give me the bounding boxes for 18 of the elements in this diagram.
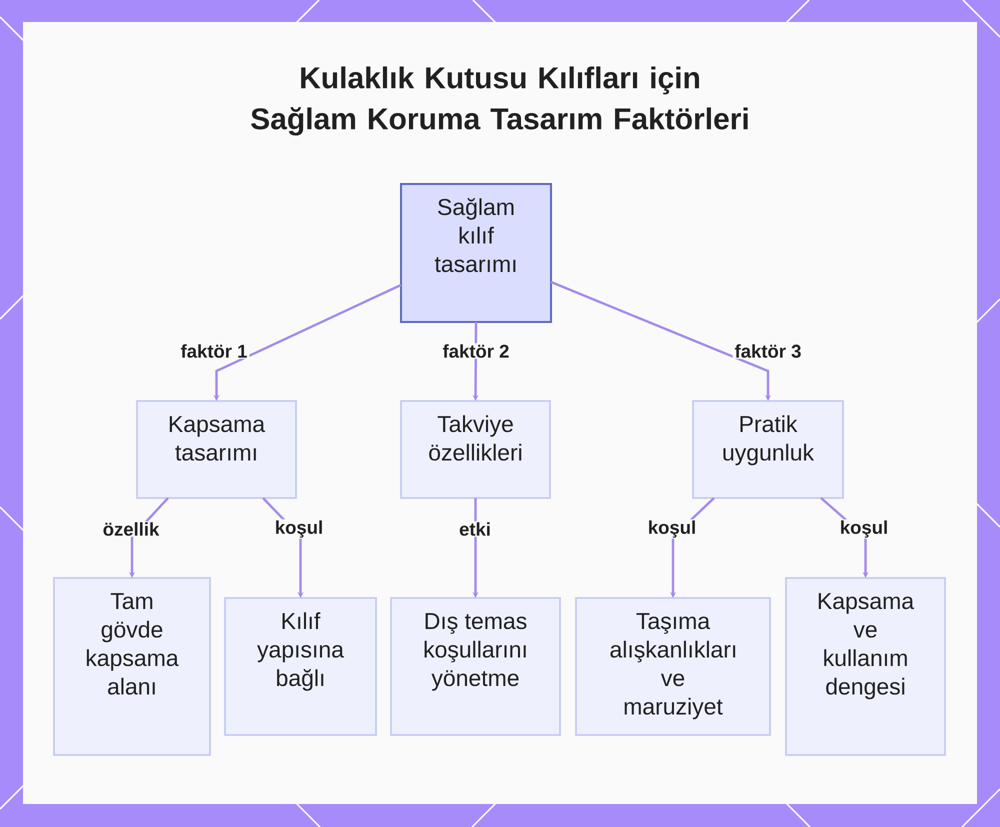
edge-label: faktör 3 [732,343,804,359]
edge-label: özellik [100,521,162,537]
detail-box: Dış temas koşullarını yönetme [390,597,561,736]
detail-box: Kılıf yapısına bağlı [224,597,377,736]
edge-label: faktör 1 [178,343,250,359]
category-box: Kapsama tasarımı [136,400,297,499]
edge-label: koşul [838,519,890,539]
edge-label: etki [457,521,493,537]
topic-box: Sağlam kılıf tasarımı [400,183,552,323]
edge-label: faktör 2 [440,343,512,359]
title: Kulaklık Kutusu Kılıfları için Sağlam Koruma Tasarım Faktörleri [251,66,748,136]
detail-box: Kapsama ve kullanım dengesi [785,577,946,756]
detail-box: Tam gövde kapsama alanı [53,577,211,756]
category-box: Pratik uygunluk [692,400,844,499]
edge-label: koşul [646,519,698,539]
detail-box: Taşıma alışkanlıkları ve maruziyet [575,597,771,736]
category-box: Takviye özellikleri [400,400,551,499]
edge-label: koşul [272,519,326,539]
